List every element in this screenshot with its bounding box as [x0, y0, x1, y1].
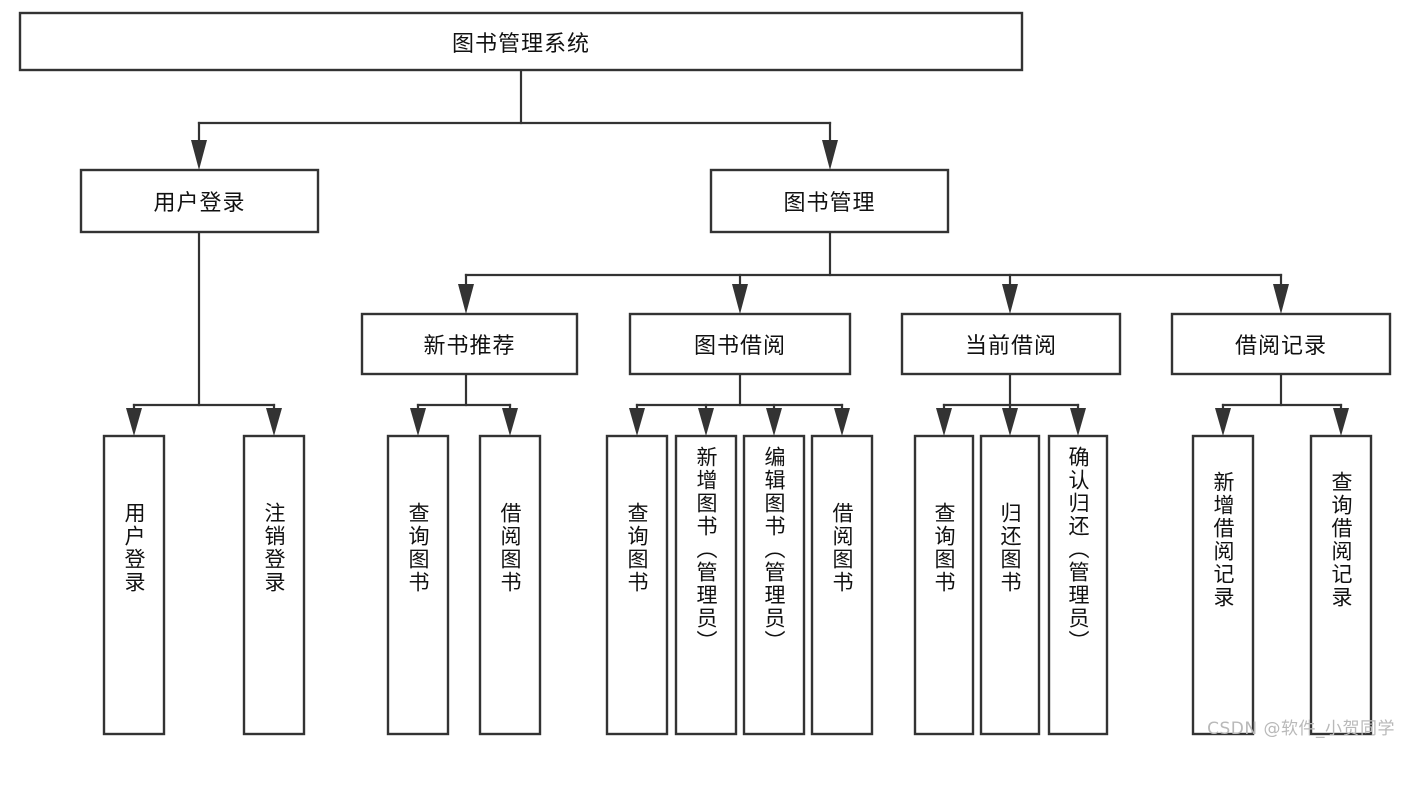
node-box-leaf-query-book-2[interactable]	[605, 434, 669, 736]
node-box-leaf-borrow-book-1[interactable]	[478, 434, 542, 736]
connector-group-user-login	[126, 230, 282, 436]
arrow-head-leaf-edit-book-admin	[766, 408, 782, 436]
node-box-leaf-confirm-return-admin[interactable]	[1047, 434, 1109, 736]
csdn-watermark: CSDN @软件_小贺同学	[1207, 719, 1395, 739]
connector-group-book-manage	[458, 230, 1289, 314]
arrow-head-leaf-user-login	[126, 408, 142, 436]
flowchart-svg	[18, 11, 1392, 736]
node-box-current-borrow[interactable]	[900, 312, 1122, 376]
arrow-head-leaf-confirm-return-admin	[1070, 408, 1086, 436]
connector-group-root	[191, 68, 838, 170]
node-box-new-book-rec[interactable]	[360, 312, 579, 376]
diagram-canvas: 图书管理系统 用户登录 图书管理 新书推荐 图书借阅 当前借阅 借阅记录 用户登…	[18, 11, 1395, 739]
node-box-leaf-query-book-1[interactable]	[386, 434, 450, 736]
node-box-book-borrow[interactable]	[628, 312, 852, 376]
node-box-leaf-borrow-book-2[interactable]	[810, 434, 874, 736]
arrow-head-leaf-logout	[266, 408, 282, 436]
node-box-leaf-add-borrow-record[interactable]	[1191, 434, 1255, 736]
node-box-book-manage[interactable]	[709, 168, 950, 234]
node-box-leaf-logout[interactable]	[242, 434, 306, 736]
arrow-head-leaf-borrow-book-2	[834, 408, 850, 436]
node-box-leaf-edit-book-admin[interactable]	[742, 434, 806, 736]
arrow-head-leaf-query-book-3	[936, 408, 952, 436]
node-box-leaf-query-borrow-record[interactable]	[1309, 434, 1373, 736]
arrow-head-new-book-rec	[458, 284, 474, 314]
node-box-leaf-query-book-3[interactable]	[913, 434, 975, 736]
arrow-head-leaf-query-book-1	[410, 408, 426, 436]
arrow-head-leaf-return-book	[1002, 408, 1018, 436]
node-box-borrow-record[interactable]	[1170, 312, 1392, 376]
node-box-root[interactable]	[18, 11, 1024, 72]
arrow-head-book-borrow	[732, 284, 748, 314]
connector-group-new-book-rec	[410, 372, 518, 436]
arrow-head-leaf-query-book-2	[629, 408, 645, 436]
node-box-leaf-user-login[interactable]	[102, 434, 166, 736]
arrow-head-leaf-add-book-admin	[698, 408, 714, 436]
connector-group-borrow-record	[1215, 372, 1349, 436]
arrow-head-leaf-borrow-book-1	[502, 408, 518, 436]
node-box-leaf-add-book-admin[interactable]	[674, 434, 738, 736]
node-box-user-login[interactable]	[79, 168, 320, 234]
arrow-head-current-borrow	[1002, 284, 1018, 314]
arrow-head-borrow-record	[1273, 284, 1289, 314]
connector-group-current-borrow	[936, 372, 1086, 436]
arrow-head-leaf-query-borrow-record	[1333, 408, 1349, 436]
node-box-leaf-return-book[interactable]	[979, 434, 1041, 736]
arrow-head-book-manage	[822, 140, 838, 170]
arrow-head-leaf-add-borrow-record	[1215, 408, 1231, 436]
connector-group-book-borrow	[629, 372, 850, 436]
arrow-head-user-login	[191, 140, 207, 170]
